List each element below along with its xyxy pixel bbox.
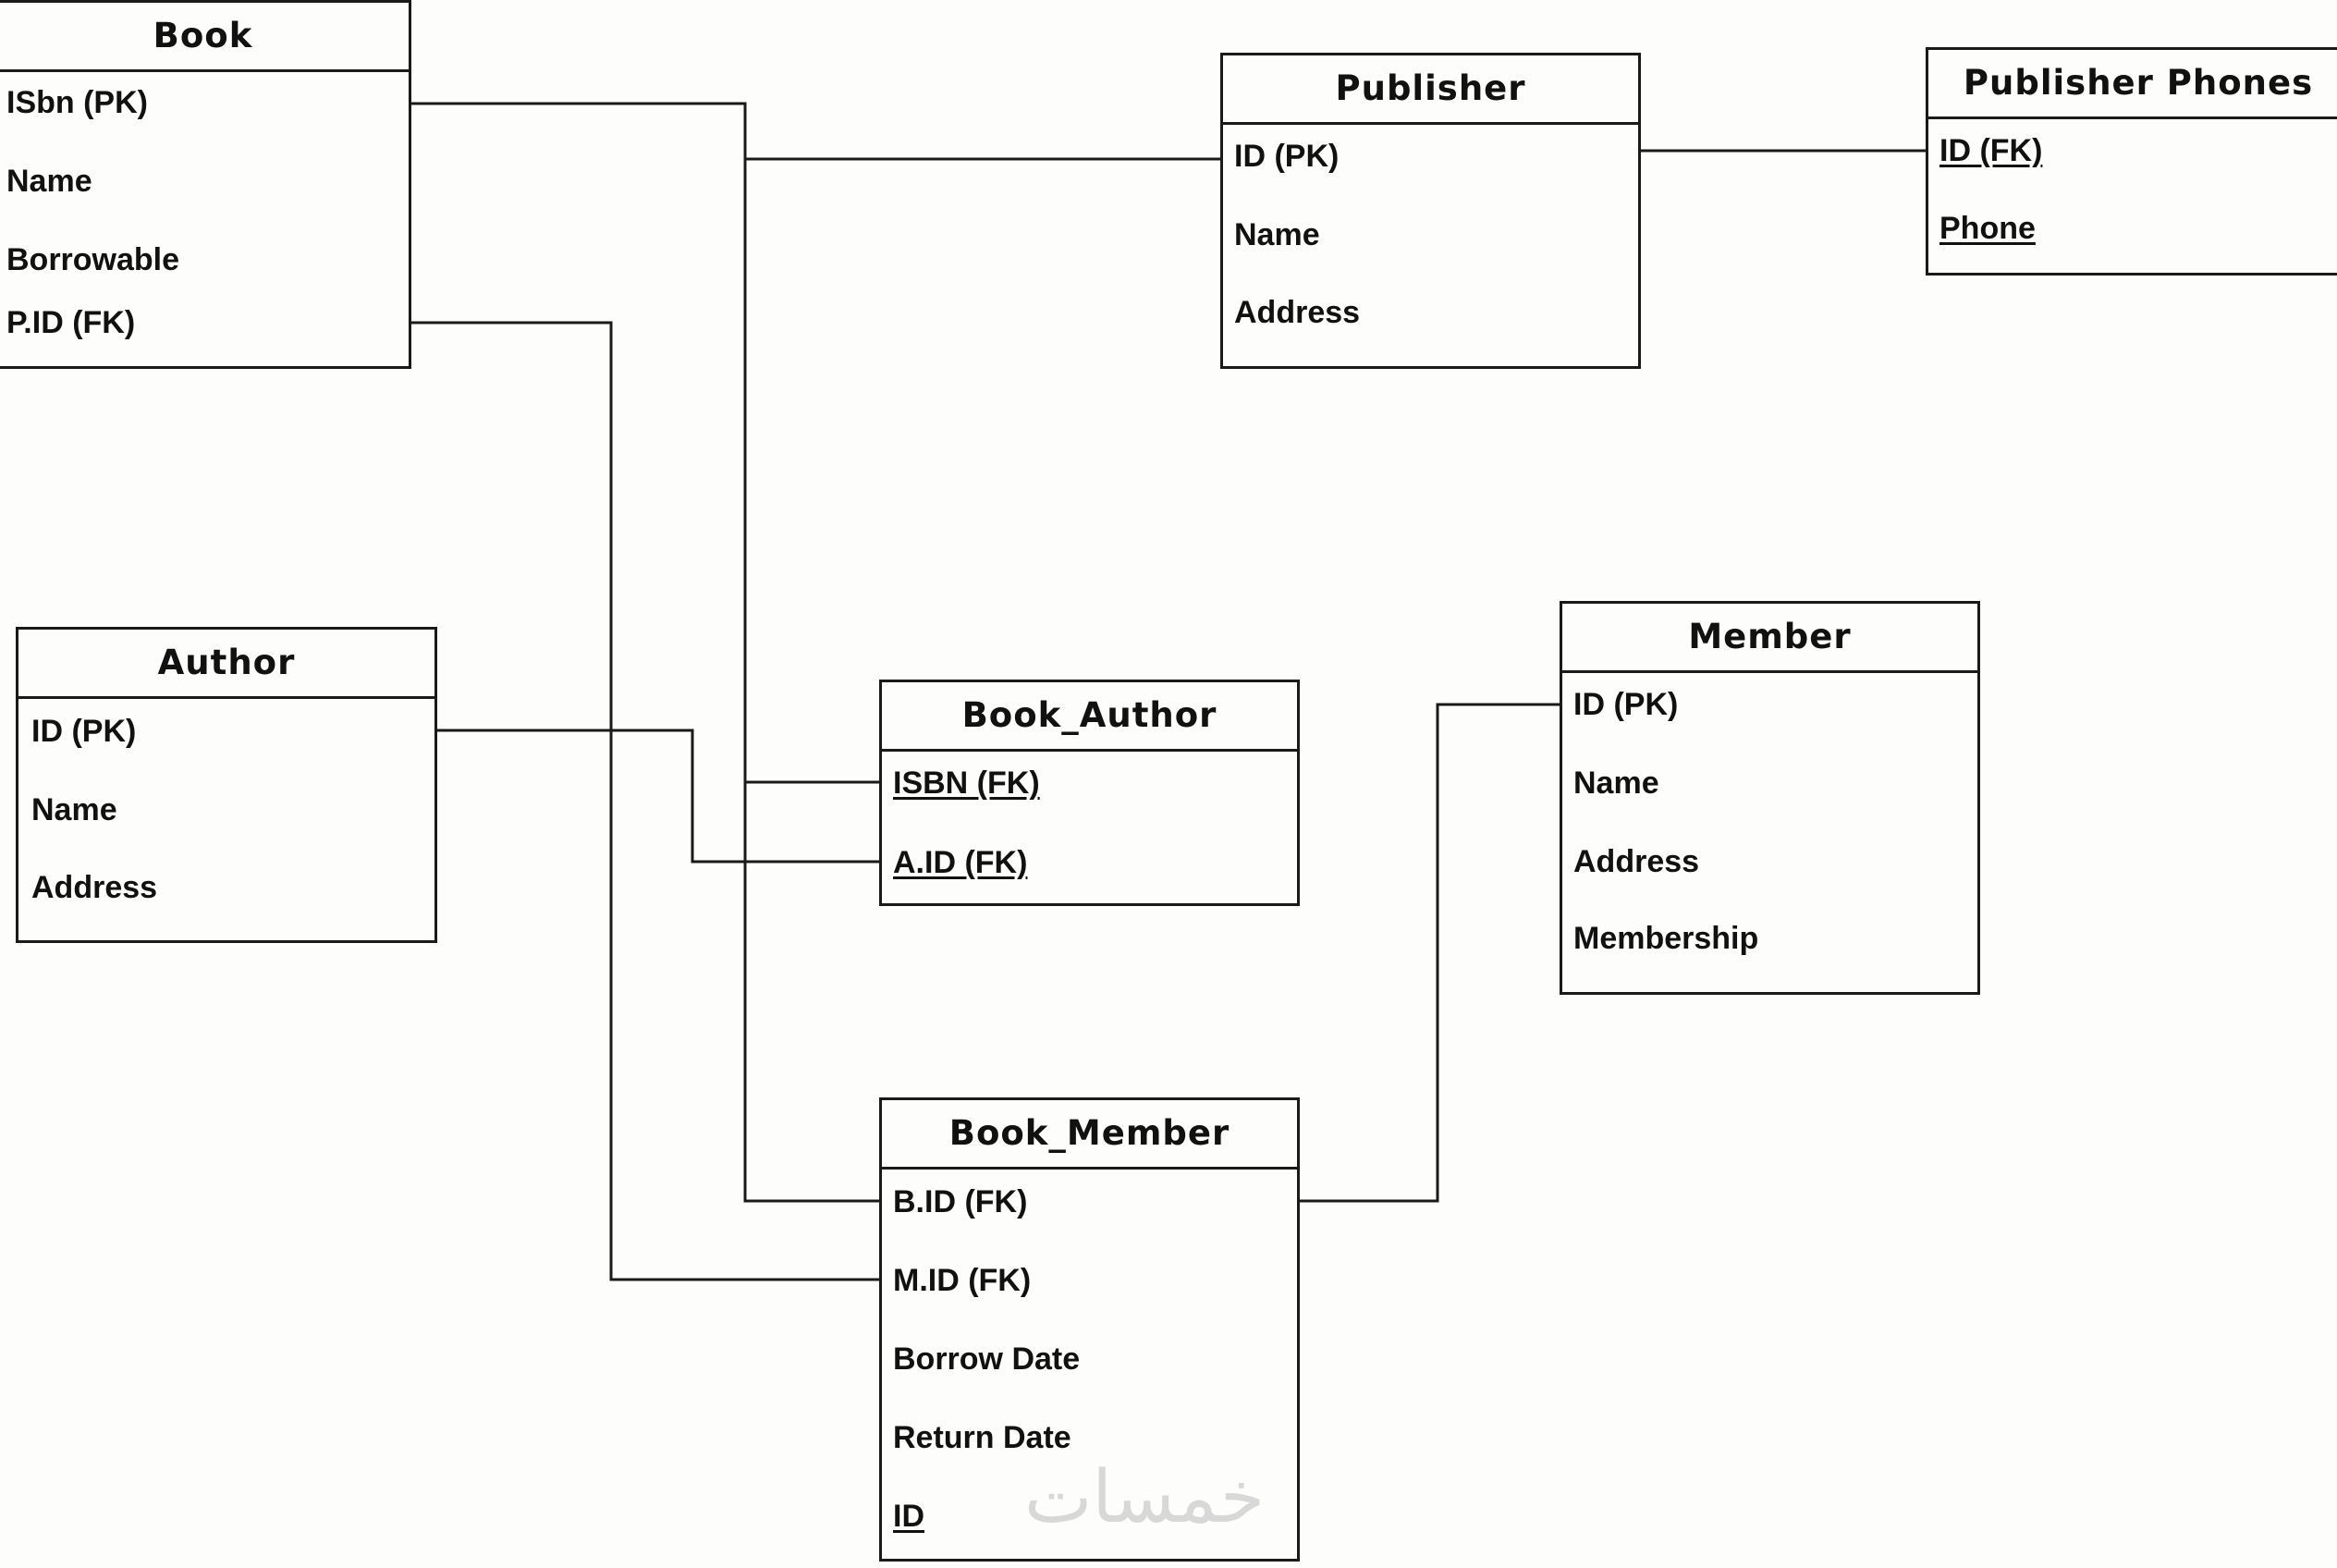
entity-title: Member — [1562, 604, 1977, 673]
entity-publisher[interactable]: Publisher ID (PK) Name Address — [1220, 53, 1641, 369]
connector-book-book-author — [743, 159, 881, 784]
attribute-author-id: A.ID (FK) — [893, 845, 1028, 880]
attribute-isbn: ISbn (PK) — [6, 85, 148, 120]
entity-title: Publisher Phones — [1928, 50, 2337, 119]
entity-book[interactable]: Book ISbn (PK) Name Borrowable P.ID (FK) — [0, 0, 411, 369]
attribute-isbn: ISBN (FK) — [893, 766, 1040, 801]
entity-book-member[interactable]: Book_Member B.ID (FK) M.ID (FK) Borrow D… — [879, 1097, 1300, 1562]
watermark-logo: خمسات — [1024, 1456, 1266, 1539]
attribute-id: ID (PK) — [1573, 687, 1679, 722]
entity-publisher-phones[interactable]: Publisher Phones ID (FK) Phone — [1926, 47, 2337, 276]
attribute-address: Address — [1234, 295, 1361, 330]
attribute-phone: Phone — [1939, 211, 2036, 246]
attribute-borrow-date: Borrow Date — [893, 1341, 1081, 1377]
attribute-address: Address — [1573, 844, 1700, 879]
entity-title: Book_Member — [882, 1100, 1297, 1170]
entity-title: Book — [0, 3, 409, 72]
attribute-book-id: B.ID (FK) — [893, 1184, 1028, 1219]
entity-title: Publisher — [1223, 55, 1638, 125]
connector-book-pid-book-member — [410, 321, 881, 1281]
connector-author-book-author — [435, 729, 881, 864]
entity-member[interactable]: Member ID (PK) Name Address Membership — [1560, 601, 1980, 995]
attribute-name: Name — [31, 792, 117, 827]
connector-book-book-member — [743, 782, 881, 1203]
attribute-publisher-id: P.ID (FK) — [6, 305, 136, 340]
attribute-member-id: M.ID (FK) — [893, 1263, 1032, 1298]
attribute-name: Name — [6, 164, 92, 199]
attribute-id: ID (PK) — [1234, 139, 1340, 174]
attribute-id: ID — [893, 1499, 924, 1534]
entity-title: Book_Author — [882, 682, 1297, 752]
attribute-id: ID (FK) — [1939, 133, 2043, 168]
attribute-name: Name — [1234, 217, 1320, 252]
attribute-return-date: Return Date — [893, 1420, 1071, 1455]
attribute-address: Address — [31, 870, 158, 905]
entity-author[interactable]: Author ID (PK) Name Address — [16, 627, 437, 943]
connector-member-book-member — [1298, 703, 1561, 1203]
attribute-borrowable: Borrowable — [6, 242, 180, 277]
connector-book-publisher — [410, 102, 1222, 161]
attribute-membership: Membership — [1573, 921, 1759, 956]
entity-title: Author — [18, 630, 434, 699]
attribute-name: Name — [1573, 766, 1659, 801]
attribute-id: ID (PK) — [31, 714, 137, 749]
entity-book-author[interactable]: Book_Author ISBN (FK) A.ID (FK) — [879, 680, 1300, 906]
